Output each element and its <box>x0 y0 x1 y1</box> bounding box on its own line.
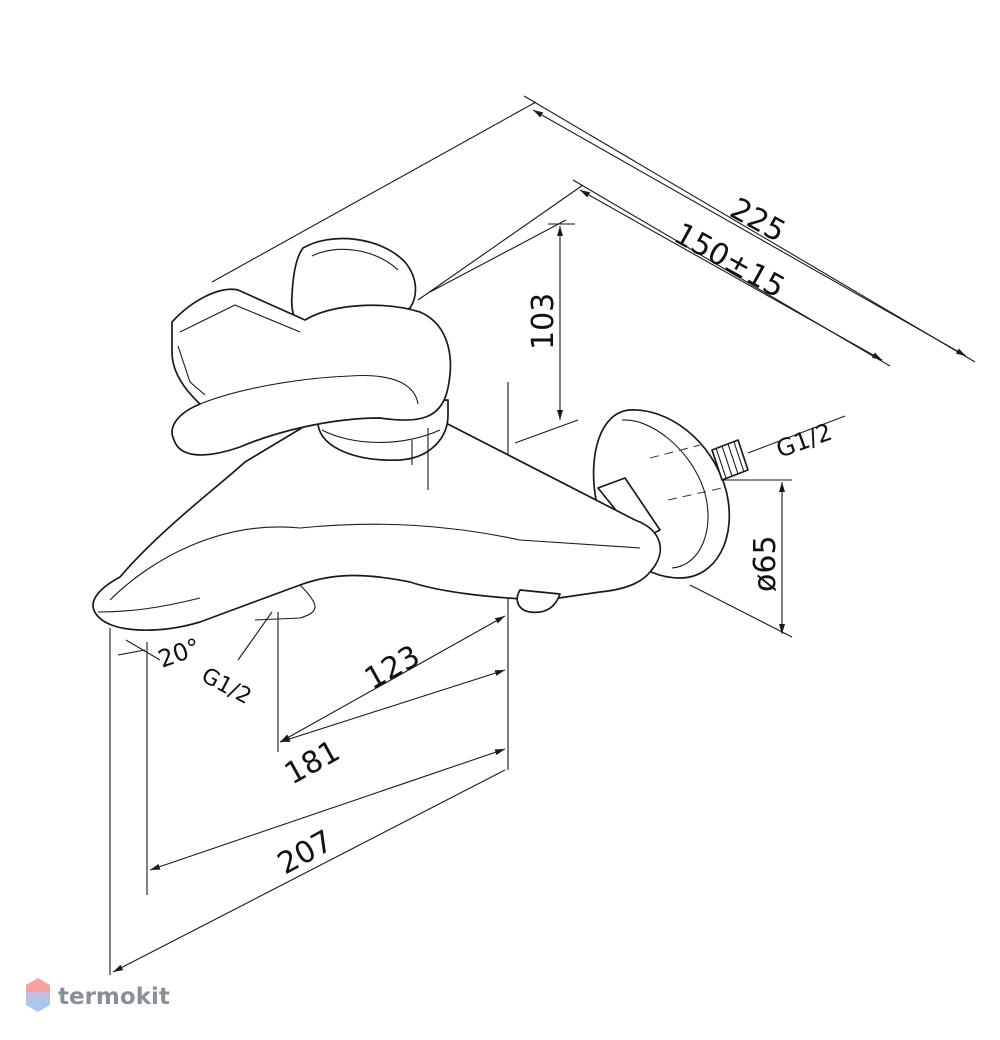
dim-123-label: 123 <box>359 639 426 697</box>
dim-225-label: 225 <box>724 191 791 249</box>
dim-65-label: ø65 <box>748 535 783 592</box>
outlet-thread-label: G1/2 <box>197 663 255 710</box>
inlet-thread-label: G1/2 <box>772 418 835 464</box>
dimension-103: 103 <box>514 223 579 444</box>
angle-label: 20° <box>154 633 204 674</box>
dimension-225-base <box>109 628 506 975</box>
outlet-thread-callout: G1/2 <box>197 611 273 710</box>
dimension-diameter-65: ø65 <box>689 479 793 638</box>
dim-181-label: 181 <box>279 734 346 792</box>
brand-logo-text: termokit <box>58 984 170 1010</box>
angle-20-callout: 20° <box>117 633 204 674</box>
inlet-thread-callout: G1/2 <box>747 415 846 464</box>
dim-103-label: 103 <box>526 293 561 350</box>
faucet-body <box>92 237 749 632</box>
hexagon-logo-icon <box>26 978 50 1012</box>
